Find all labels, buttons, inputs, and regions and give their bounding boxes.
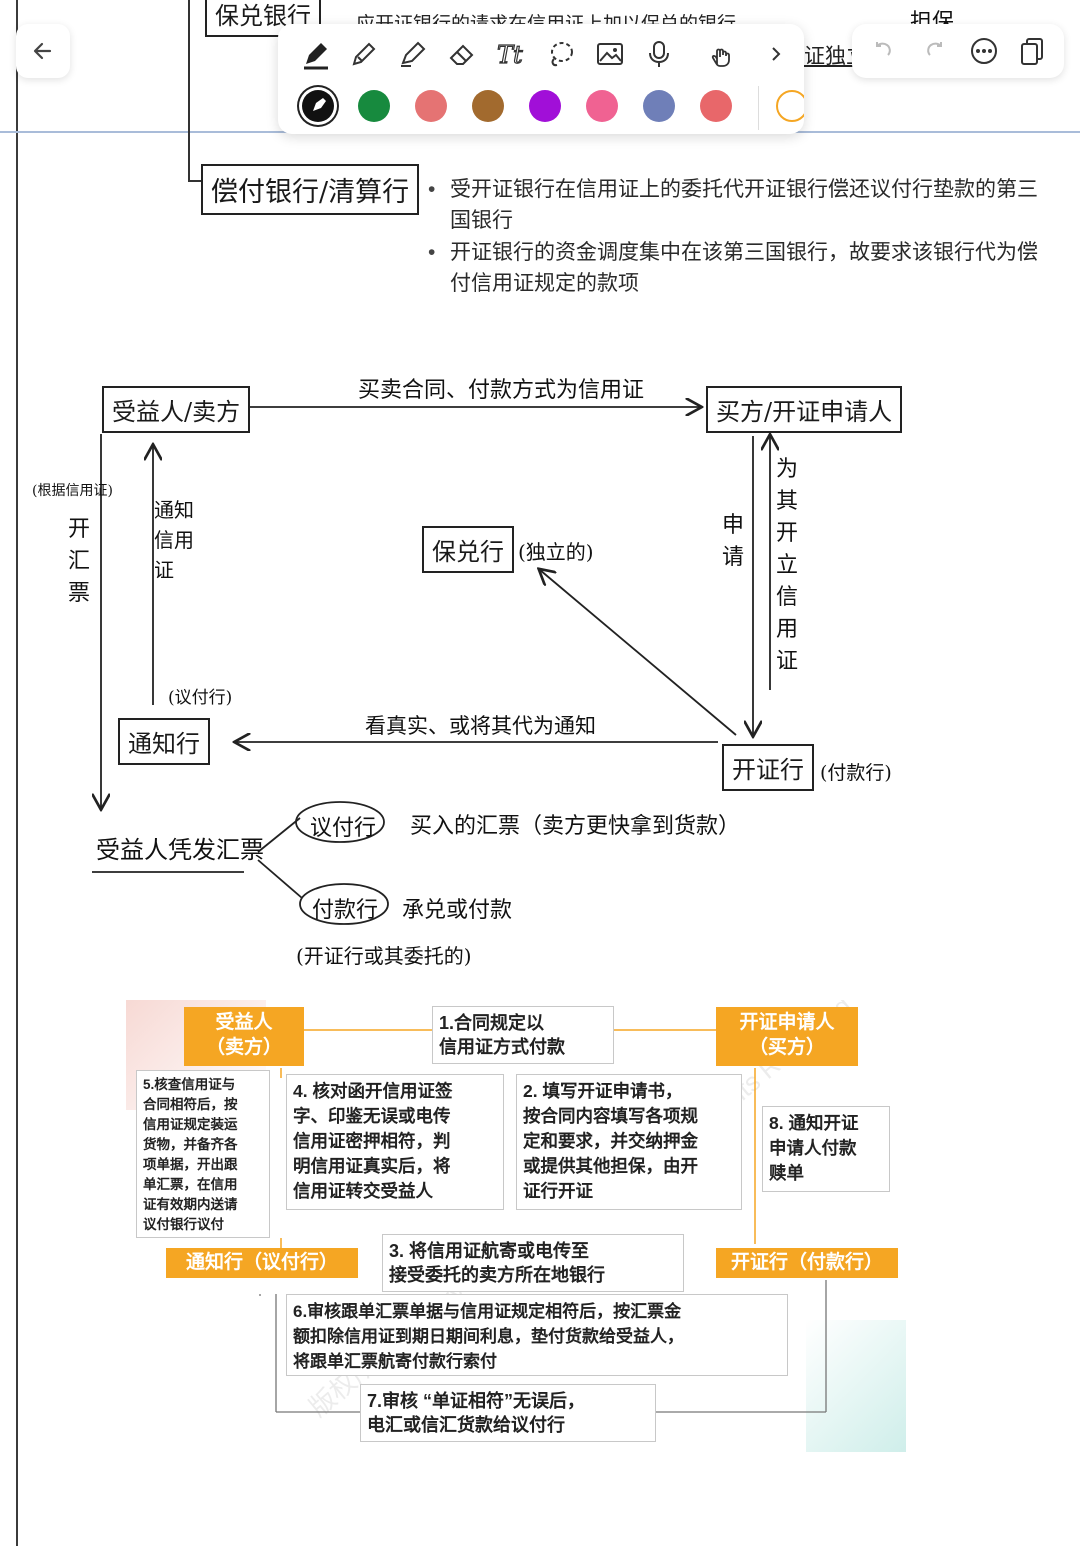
advising-bank-node: 通知行（议付行）	[166, 1248, 358, 1278]
eraser-icon[interactable]	[442, 34, 482, 74]
microphone-icon[interactable]	[639, 34, 679, 74]
hand-confirming-box: 保兑行	[422, 526, 514, 573]
step-3-box: 3. 将信用证航寄或电传至 接受委托的卖方所在地银行	[382, 1234, 684, 1292]
lc-process-diagram: All Rights Reserved 版权所有 Reserved 受益人 （卖…	[126, 1000, 906, 1452]
pen-icon[interactable]	[296, 34, 336, 74]
undo-icon[interactable]	[866, 33, 902, 69]
pages-icon[interactable]	[1014, 33, 1050, 69]
overflow-text: 证独立	[804, 45, 867, 68]
image-icon[interactable]	[590, 34, 630, 74]
chevron-right-icon[interactable]	[756, 34, 796, 74]
step-2-box: 2. 填写开证申请书， 按合同内容填写各项规 定和要求，并交纳押金 或提供其他担…	[516, 1074, 742, 1210]
corner-decoration	[806, 1320, 906, 1452]
right-action-bar	[852, 24, 1064, 78]
pencil-icon[interactable]	[344, 34, 384, 74]
palette-divider	[758, 86, 759, 130]
bullet-item: 开证银行的资金调度集中在该第三国银行，故要求该银行代为偿付信用证规定的款项	[426, 237, 1046, 299]
tree-connector-branch	[188, 180, 202, 182]
lasso-icon[interactable]	[541, 34, 581, 74]
step-5-box: 5.核查信用证与 合同相符后，按 信用证规定装运 货物，并备齐各 项单据，开出跟…	[136, 1070, 270, 1238]
back-button[interactable]	[16, 24, 70, 78]
color-swatch-purple[interactable]	[529, 90, 561, 122]
step-6-box: 6.审核跟单汇票单据与信用证规定相符后，按汇票金 额扣除信用证到期日期间利息，垫…	[286, 1294, 788, 1376]
hand-advising-note: (议付行)	[168, 688, 233, 708]
hand-contract-label: 买卖合同、付款方式为信用证	[358, 378, 645, 403]
color-swatch-brown[interactable]	[472, 90, 504, 122]
tree-connector-line	[188, 0, 190, 182]
hand-beneficiary-box: 受益人/卖方	[102, 386, 251, 433]
notebook-margin-line	[16, 0, 18, 1546]
hand-applicant-box: 买方/开证申请人	[706, 386, 903, 433]
color-swatch-black[interactable]	[302, 90, 334, 122]
hand-paying-note: 承兑或付款	[402, 898, 513, 923]
color-swatch-green[interactable]	[358, 90, 390, 122]
step-8-box: 8. 通知开证 申请人付款 赎单	[762, 1106, 890, 1192]
hand-by-lc: (根据信用证)	[32, 483, 113, 499]
hand-open-lc: 为其开立信用证	[776, 457, 799, 674]
hand-draw-bill: 开汇票	[68, 517, 91, 606]
hand-negotiating: 议付行	[310, 816, 377, 841]
svg-text:Tt: Tt	[497, 41, 523, 69]
highlighter-icon[interactable]	[392, 34, 432, 74]
more-icon[interactable]	[966, 33, 1002, 69]
branch-paying	[257, 859, 303, 899]
confirm-arrow	[540, 570, 737, 736]
arrow-left-icon	[33, 42, 52, 60]
tool-row: Tt	[278, 34, 804, 74]
custom-color-button[interactable]	[776, 90, 804, 122]
negotiating-circle	[295, 801, 385, 843]
hand-paying: 付款行	[312, 898, 379, 923]
hand-notify-lc: 通知信用证	[154, 498, 194, 582]
branch-negotiating	[257, 817, 301, 853]
hand-bene-bill: 受益人凭发汇票	[96, 836, 264, 864]
hand-paying-sub: (开证行或其委托的)	[296, 944, 472, 968]
paying-circle	[299, 883, 389, 925]
bullet-item: 受开证银行在信用证上的委托代开证银行偿还议付行垫款的第三国银行	[426, 174, 1046, 236]
step-7-box: 7.审核 “单证相符”无误后， 电汇或信汇货款给议付行	[360, 1384, 656, 1442]
hand-touch-icon[interactable]	[703, 34, 743, 74]
step-4-box: 4. 核对函开信用证签 字、印鉴无误或电传 信用证密押相符，判 明信用证真实后，…	[286, 1074, 504, 1210]
hand-advising-box: 通知行	[118, 718, 210, 765]
hand-send-note: 看真实、或将其代为通知	[365, 714, 596, 738]
color-swatch-coral[interactable]	[415, 90, 447, 122]
beneficiary-node: 受益人 （卖方）	[184, 1007, 304, 1066]
hand-apply: 申请	[722, 513, 745, 570]
color-swatch-slate-blue[interactable]	[643, 90, 675, 122]
redo-icon[interactable]	[916, 33, 952, 69]
color-palette	[278, 86, 804, 130]
text-tool-icon[interactable]: Tt	[491, 34, 531, 74]
color-swatch-red[interactable]	[700, 90, 732, 122]
reimbursing-bank-bullets: 受开证银行在信用证上的委托代开证银行偿还议付行垫款的第三国银行 开证银行的资金调…	[426, 174, 1046, 300]
drawing-toolbar: Tt	[278, 24, 804, 134]
hand-confirming-note: (独立的)	[518, 540, 594, 564]
handwritten-arrows	[92, 360, 1080, 925]
hand-issuing-box: 开证行	[722, 744, 814, 791]
reimbursing-bank-box: 偿付银行/清算行	[201, 164, 420, 215]
confirming-bank-box: 保兑银行	[205, 0, 321, 37]
applicant-node: 开证申请人 （买方）	[716, 1007, 858, 1066]
hand-negotiating-note: 买入的汇票（卖方更快拿到货款）	[410, 814, 741, 839]
issuing-bank-node: 开证行（付款行）	[716, 1248, 898, 1278]
color-swatch-pink[interactable]	[586, 90, 618, 122]
step-1-box: 1.合同规定以 信用证方式付款	[432, 1006, 614, 1064]
hand-issuing-note: (付款行)	[820, 762, 892, 784]
